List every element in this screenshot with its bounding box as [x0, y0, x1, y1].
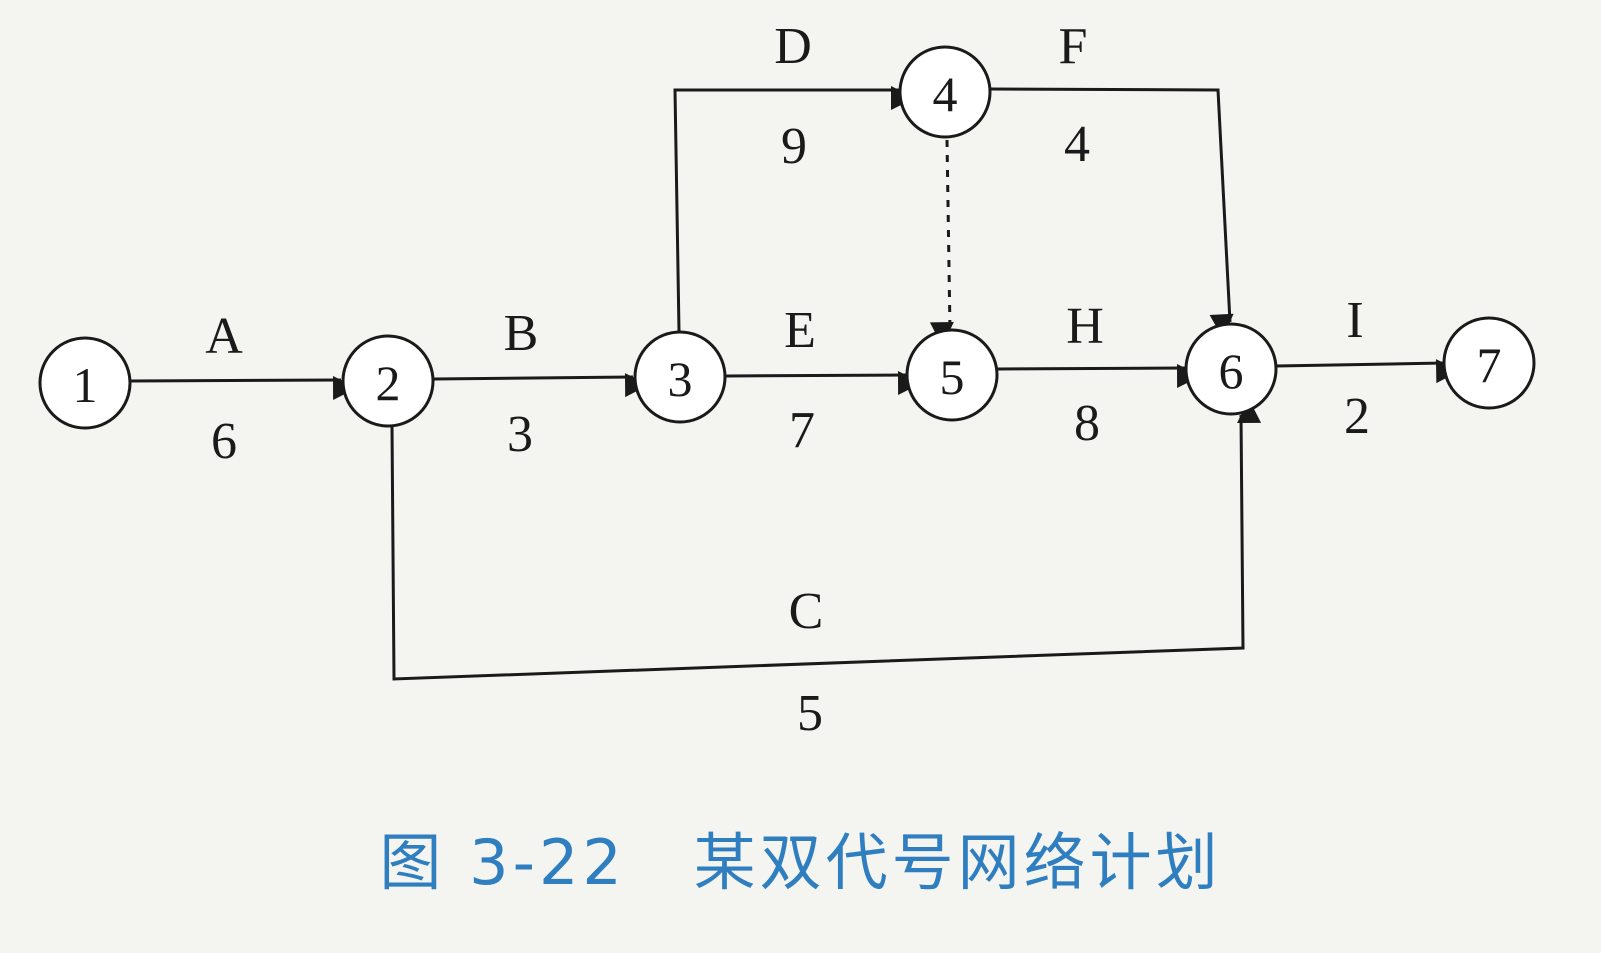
node-1: 1 — [38, 336, 132, 430]
activity-b-name: B — [504, 305, 539, 362]
activity-e-name: E — [784, 302, 816, 359]
svg-text:5: 5 — [940, 349, 965, 405]
node-3: 3 — [633, 330, 727, 424]
figure-caption: 图 3-22 某双代号网络计划 — [0, 812, 1601, 902]
arrow-activity-d — [673, 86, 915, 332]
activity-i-duration: 2 — [1344, 388, 1370, 445]
arrow-activity-i — [1275, 359, 1461, 384]
activity-c-duration: 5 — [797, 685, 823, 742]
arrow-dummy-4-5 — [929, 139, 954, 347]
svg-text:4: 4 — [933, 66, 958, 122]
svg-text:7: 7 — [1477, 337, 1502, 393]
svg-text:2: 2 — [376, 355, 401, 411]
activity-b-duration: 3 — [507, 406, 533, 463]
activity-a-duration: 6 — [211, 413, 237, 470]
figure-number: 图 3-22 — [379, 826, 626, 899]
svg-text:6: 6 — [1219, 343, 1244, 399]
node-4: 4 — [898, 45, 992, 139]
node-7: 7 — [1442, 316, 1536, 410]
activity-h-duration: 8 — [1074, 395, 1100, 452]
arrow-activity-h — [997, 364, 1202, 389]
arrow-activity-f — [989, 87, 1234, 339]
activity-d-duration: 9 — [781, 118, 807, 175]
activity-h-name: H — [1066, 298, 1104, 355]
activity-c-name: C — [789, 583, 824, 640]
activity-f-name: F — [1059, 18, 1088, 75]
activity-i-name: I — [1346, 292, 1363, 349]
arrow-activity-e — [725, 371, 923, 396]
node-6: 6 — [1184, 322, 1278, 416]
figure-title: 某双代号网络计划 — [693, 826, 1222, 899]
activity-f-duration: 4 — [1064, 116, 1090, 173]
node-5: 5 — [905, 328, 999, 422]
arrow-activity-a — [129, 376, 358, 401]
node-2: 2 — [341, 334, 435, 428]
arrow-activity-c — [390, 398, 1262, 681]
activity-e-duration: 7 — [789, 402, 815, 459]
svg-text:3: 3 — [668, 351, 693, 407]
activity-a-name: A — [205, 308, 243, 365]
svg-text:1: 1 — [73, 357, 98, 413]
activity-d-name: D — [774, 18, 812, 75]
arrow-activity-b — [433, 373, 650, 398]
